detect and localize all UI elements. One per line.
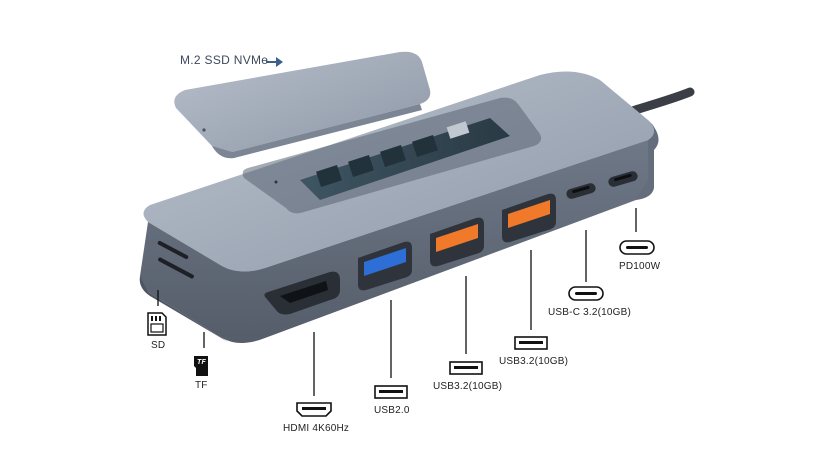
usbc-port (566, 183, 596, 199)
port-label-usbc: USB-C 3.2(10GB) (548, 307, 632, 318)
pd-port (608, 171, 638, 187)
arrow-right-icon (266, 57, 283, 67)
usb2-port (358, 241, 412, 291)
port-label-usb20: USB2.0 (374, 405, 410, 416)
port-label-pd: PD100W (619, 261, 661, 272)
tf-card-icon (194, 356, 208, 376)
port-label-hdmi: HDMI 4K60Hz (283, 423, 350, 434)
tf-icon-text: TF (197, 359, 206, 366)
ssd-cover-panel (174, 51, 431, 159)
usb-c-port-icon (568, 286, 604, 301)
port-label-usb32-2: USB3.2(10GB) (499, 356, 569, 367)
ssd-cover-label: M.2 SSD NVMe (180, 53, 269, 67)
usb32-port-2 (502, 193, 556, 243)
usb-c-port-icon (619, 240, 655, 255)
usb-a-port-icon (374, 385, 408, 399)
sd-tf-slots (157, 240, 194, 279)
usb-a-port-icon (514, 336, 548, 350)
port-label-tf: TF (195, 380, 208, 391)
port-label-sd: SD (151, 340, 166, 351)
sd-card-icon (147, 312, 167, 336)
usb-a-port-icon (449, 361, 483, 375)
usb32-port-1 (430, 217, 484, 267)
hdmi-port-icon (296, 402, 332, 417)
leader-lines (157, 208, 637, 396)
ssd-bay-window (242, 97, 542, 214)
hdmi-port (264, 271, 340, 315)
port-label-usb32-1: USB3.2(10GB) (433, 381, 503, 392)
